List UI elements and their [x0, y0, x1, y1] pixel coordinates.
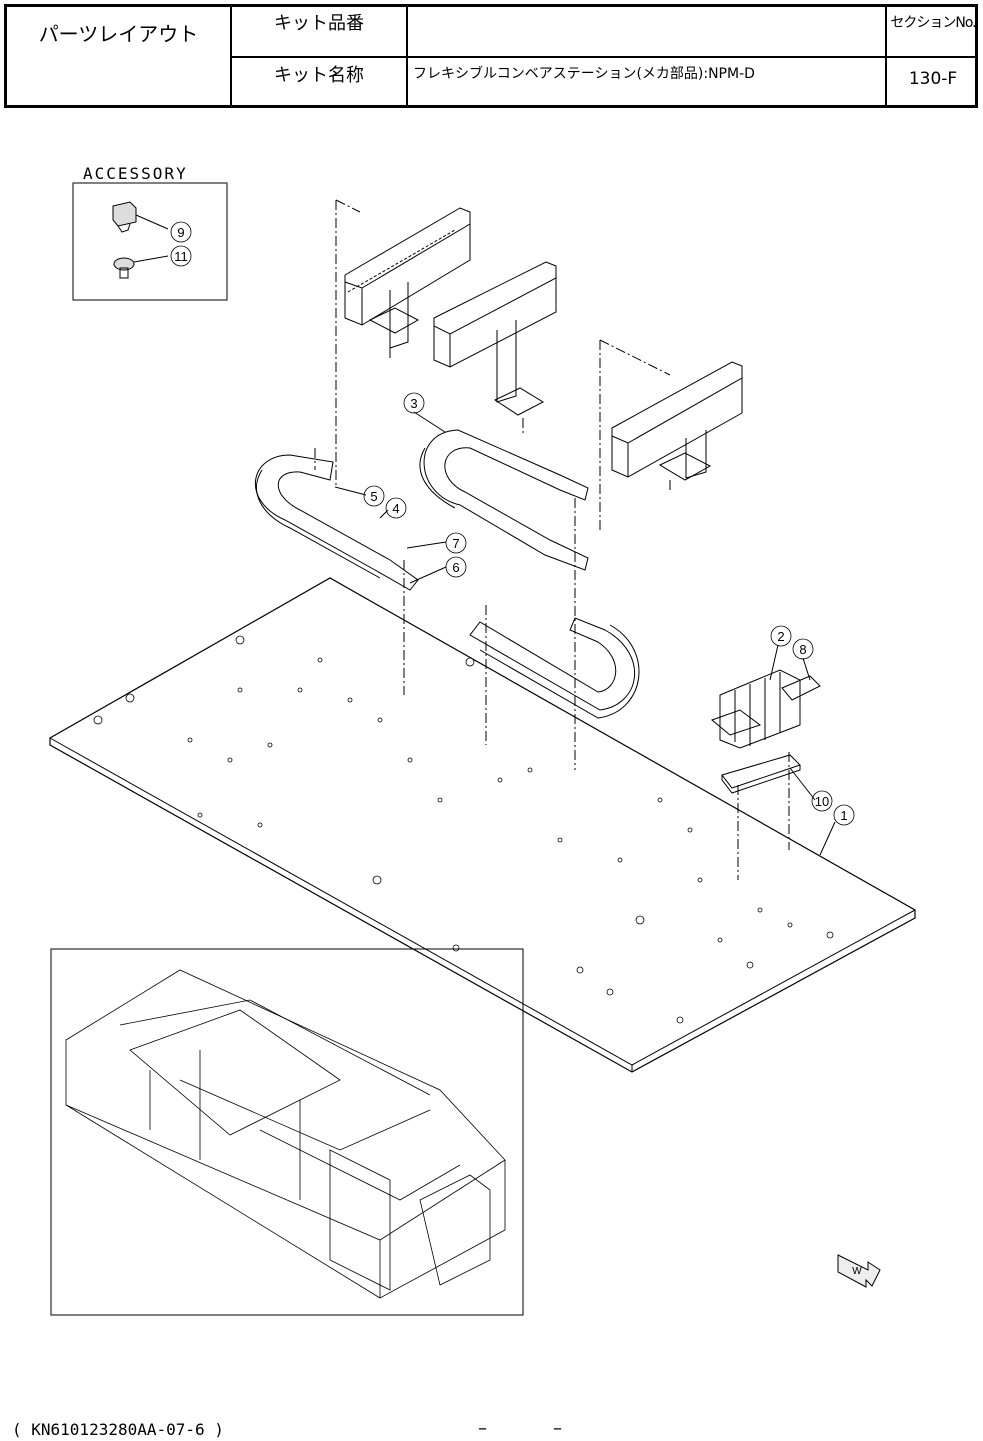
cable-chain-left	[255, 455, 418, 590]
page-dash-left: –	[478, 1418, 487, 1439]
base-plate	[50, 578, 915, 1072]
overview-inset	[51, 949, 523, 1315]
callout-10-label: 10	[815, 794, 829, 809]
rail-left	[345, 208, 470, 348]
rail-middle	[434, 262, 556, 415]
rail-right	[612, 362, 742, 480]
accessory-screw	[114, 258, 134, 278]
cable-chain-lower	[470, 618, 639, 718]
callout-11-label: 11	[174, 249, 188, 264]
callout-4-label: 4	[392, 501, 399, 516]
callout-7-label: 7	[452, 536, 459, 551]
callout-1-label: 1	[840, 808, 847, 823]
callout-5-label: 5	[370, 489, 377, 504]
phantom-lines	[315, 200, 789, 880]
callout-9-label: 9	[177, 225, 184, 240]
accessory-label: ACCESSORY	[83, 164, 188, 183]
document-id: ( KN610123280AA-07-6 )	[12, 1420, 224, 1439]
view-marker-label: W	[852, 1266, 862, 1277]
terminal-block	[712, 670, 820, 748]
callout-6-label: 6	[452, 560, 459, 575]
accessory-nut	[113, 202, 136, 232]
callout-3-label: 3	[410, 396, 417, 411]
cable-chain-middle	[420, 430, 588, 570]
callout-8-label: 8	[799, 642, 806, 657]
callout-2-label: 2	[777, 629, 784, 644]
overview-machine	[66, 970, 505, 1298]
page-dash-right: –	[553, 1418, 562, 1439]
accessory-box	[73, 183, 227, 300]
